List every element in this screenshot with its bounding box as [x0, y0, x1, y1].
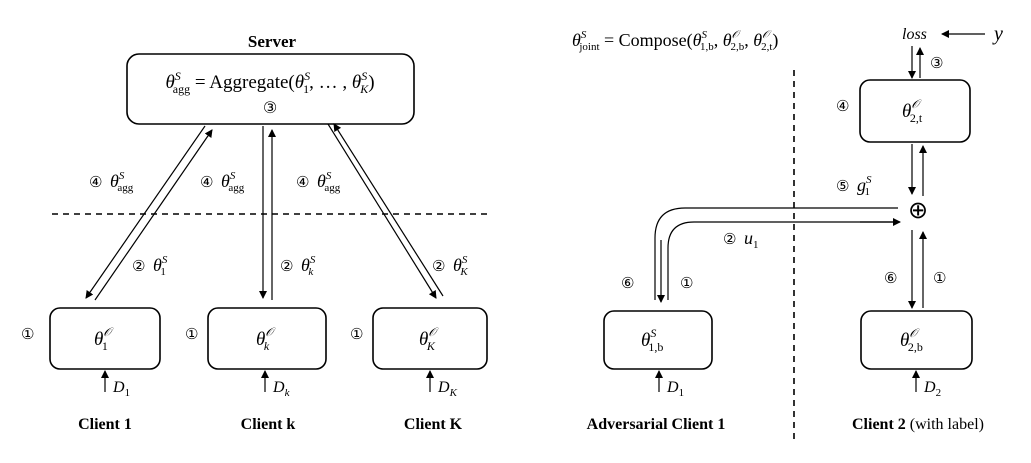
adversarial-client-name: Adversarial Client 1 — [587, 416, 726, 433]
svg-text:④: ④ — [296, 173, 309, 191]
svg-text:②: ② — [280, 257, 293, 275]
rail-outer — [654, 207, 898, 300]
arrow-server-to-client1 — [85, 125, 206, 299]
adversarial-client-box — [603, 310, 713, 370]
svg-text:Dk: Dk — [272, 379, 291, 399]
server-title: Server — [248, 32, 297, 51]
svg-text:①: ① — [350, 325, 363, 343]
svg-text:DK: DK — [437, 379, 458, 399]
step-3-label: ③ — [263, 98, 277, 117]
step-6-adv: ⑥ — [621, 274, 634, 292]
u1-label: u1 — [744, 228, 759, 251]
svg-text:θ𝒪k: θ𝒪k — [256, 325, 276, 353]
svg-text:θ𝒪K: θ𝒪K — [419, 325, 439, 353]
svg-text:θSk: θSk — [301, 254, 316, 278]
svg-text:D1: D1 — [112, 379, 130, 399]
svg-text:θSK: θSK — [453, 254, 468, 278]
svg-text:θS1: θS1 — [153, 254, 168, 278]
step-3-right: ③ — [930, 54, 943, 72]
client-k-name: Client k — [241, 416, 296, 433]
svg-text:④: ④ — [89, 173, 102, 191]
client-K-name: Client K — [404, 416, 463, 433]
svg-text:②: ② — [132, 257, 145, 275]
arrow-server-to-clientK — [327, 123, 437, 299]
arrow-client1-to-server — [94, 129, 213, 301]
svg-text:①: ① — [185, 325, 198, 343]
step-6-c2: ⑥ — [884, 269, 897, 287]
svg-text:②: ② — [432, 257, 445, 275]
server-box — [126, 53, 415, 125]
concat-plus-icon: ⊕ — [908, 196, 928, 224]
top-model-box — [859, 79, 971, 143]
client-2-name: Client 2 (with label) — [852, 416, 984, 433]
svg-text:①: ① — [21, 325, 34, 343]
step-2-right: ② — [723, 230, 736, 248]
arrow-clientK-to-server — [333, 123, 444, 297]
y-label: y — [992, 23, 1003, 45]
step-4-right: ④ — [836, 97, 849, 115]
svg-text:④: ④ — [200, 173, 213, 191]
step-1-c2: ① — [933, 269, 946, 287]
client-1-name: Client 1 — [78, 416, 132, 433]
client-2-box — [860, 310, 973, 370]
rail-inner — [667, 221, 898, 300]
c2-data-label: D2 — [923, 379, 941, 399]
loss-label: loss — [902, 26, 927, 43]
adv-data-label: D1 — [666, 379, 684, 399]
step-1-adv: ① — [680, 274, 693, 292]
step-5-right: ⑤ — [836, 177, 849, 195]
